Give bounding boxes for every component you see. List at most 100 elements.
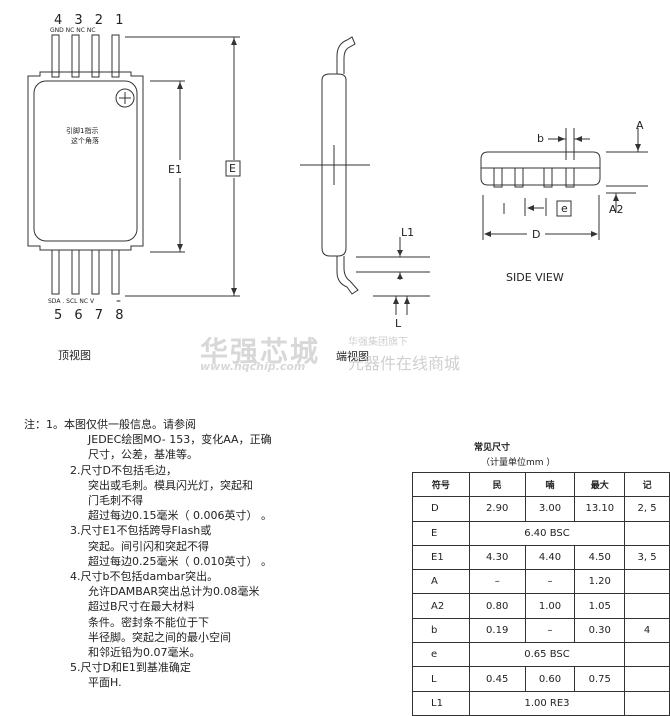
pin-numbers-bottom: 5 6 7 8 xyxy=(54,308,128,323)
note-line: 2.尺寸D不包括毛边， xyxy=(70,463,177,477)
cell-nom: 3.00 xyxy=(524,496,576,522)
cell-min: – xyxy=(468,569,526,595)
dim-label-a: A xyxy=(636,119,644,132)
note-line: 3.尺寸E1不包括跨导Flash或 xyxy=(70,524,212,538)
dimension-table: 符号 民 喃 最大 记 D 2.90 3.00 13.10 2, 5 E 6.4… xyxy=(412,471,670,716)
cell-min: 0.19 xyxy=(468,617,526,644)
watermark-line2: 元器件在线商城 xyxy=(348,354,461,373)
cell-min: 0.45 xyxy=(468,666,526,692)
cell-min: 4.30 xyxy=(468,544,526,571)
table-row: D 2.90 3.00 13.10 2, 5 xyxy=(412,496,670,522)
cell-note xyxy=(624,520,670,546)
package-body-outer xyxy=(27,71,144,251)
table-row: e 0.65 BSC xyxy=(412,642,670,668)
note-line: 4.尺寸b不包括dambar突出。 xyxy=(70,570,219,584)
cell-max: 4.50 xyxy=(574,544,626,571)
cell-symbol: A xyxy=(412,569,470,595)
side-view-body xyxy=(480,151,601,186)
dim-label-d: D xyxy=(532,228,541,241)
cell-symbol: b xyxy=(412,617,470,644)
note-line: JEDEC绘图MO- 153，变化AA，正确 xyxy=(88,433,272,447)
col-header-note: 记 xyxy=(624,471,670,498)
note-line: 突出或毛刺。模具闪光灯，突起和 xyxy=(88,478,253,492)
cell-symbol: D xyxy=(412,496,470,522)
cell-note xyxy=(624,569,670,595)
pin-label-eq: = xyxy=(116,298,122,305)
table-row: L 0.45 0.60 0.75 xyxy=(412,666,670,692)
top-view-caption: 顶视图 xyxy=(58,349,91,362)
table-row: A – – 1.20 xyxy=(412,569,670,595)
table-subtitle: （计量单位mm ） xyxy=(481,458,556,468)
cell-min: 0.80 xyxy=(468,593,526,619)
note-line: 突起。间引闪和突起不得 xyxy=(88,539,209,553)
note-line: 超过每边0.15毫米（ 0.006英寸） 。 xyxy=(88,509,272,523)
pin-labels-top: GND NC NC NC xyxy=(50,27,96,34)
cell-note xyxy=(624,642,670,668)
note-line: 5.尺寸D和E1到基准确定 xyxy=(70,661,191,675)
cell-nom: 0.60 xyxy=(524,666,576,692)
col-header-nom: 喃 xyxy=(524,471,576,498)
table-title: 常见尺寸 xyxy=(474,443,511,453)
pin1-note-line2: 这个角落 xyxy=(71,137,99,145)
note-line: 注：1。本图仅供一般信息。请参阅 xyxy=(24,418,196,431)
cell-symbol: A2 xyxy=(412,593,470,619)
note-line: 半径脚。突起之间的最小空间 xyxy=(88,630,231,644)
cell-symbol: E1 xyxy=(412,544,470,571)
notes-block: 注：1。本图仅供一般信息。请参阅 JEDEC绘图MO- 153，变化AA，正确 … xyxy=(24,417,272,691)
cell-max: 1.05 xyxy=(574,593,626,619)
pin-labels-bottom: SDA . SCL NC V xyxy=(48,298,95,305)
note-line: 和邻近铅为0.07毫米。 xyxy=(88,646,201,660)
col-header-symbol: 符号 xyxy=(412,471,470,498)
table-row: L1 1.00 RE3 xyxy=(412,690,670,716)
note-line: 尺寸，公差，基准等。 xyxy=(88,448,198,462)
end-view-caption: 端视图 xyxy=(336,350,369,363)
cell-note xyxy=(624,666,670,692)
cell-symbol: L1 xyxy=(412,690,470,716)
note-line: 允许DAMBAR突出总计为0.08毫米 xyxy=(88,585,260,599)
cell-max: 1.20 xyxy=(574,569,626,595)
cell-span: 1.00 RE3 xyxy=(468,690,626,716)
dim-label-l1: L1 xyxy=(401,226,415,239)
table-row: E1 4.30 4.40 4.50 3, 5 xyxy=(412,544,670,571)
cell-max: 0.30 xyxy=(574,617,626,644)
cell-note: 3, 5 xyxy=(624,544,670,571)
cell-nom: – xyxy=(524,617,576,644)
pin1-indicator xyxy=(115,88,135,108)
dim-label-a2: A2 xyxy=(609,203,624,216)
note-line: 超过每边0.25毫米（ 0.010英寸） 。 xyxy=(88,554,272,568)
cell-nom: 4.40 xyxy=(524,544,576,571)
cell-note: 2, 5 xyxy=(624,496,670,522)
watermark: 华强芯城 www.hqchip.com 华强集团旗下 元器件在线商城 xyxy=(200,330,480,375)
cell-symbol: L xyxy=(412,666,470,692)
cell-note: 4 xyxy=(624,617,670,644)
top-pins xyxy=(51,34,120,78)
pin1-note-line1: 引脚1指示 xyxy=(66,127,99,135)
end-view-body xyxy=(321,73,347,257)
note-line: 门毛刺不得 xyxy=(88,494,143,508)
cell-span: 0.65 BSC xyxy=(468,642,626,668)
col-header-min: 民 xyxy=(468,471,526,498)
cell-note xyxy=(624,690,670,716)
table-row: E 6.40 BSC xyxy=(412,520,670,546)
cell-nom: – xyxy=(524,569,576,595)
note-line: 平面H. xyxy=(88,676,122,690)
table-row: b 0.19 – 0.30 4 xyxy=(412,617,670,644)
cell-min: 2.90 xyxy=(468,496,526,522)
watermark-brand: 华强芯城 xyxy=(200,335,321,368)
cell-symbol: E xyxy=(412,520,470,546)
package-body-inner xyxy=(33,80,138,242)
cell-max: 0.75 xyxy=(574,666,626,692)
table-row: A2 0.80 1.00 1.05 xyxy=(412,593,670,619)
watermark-url: www.hqchip.com xyxy=(200,360,306,373)
watermark-line1: 华强集团旗下 xyxy=(348,337,408,348)
table-header-row: 符号 民 喃 最大 记 xyxy=(412,471,670,498)
note-line: 超过B尺寸在最大材料 xyxy=(88,600,195,614)
dim-label-e1: E1 xyxy=(168,163,182,176)
cell-max: 13.10 xyxy=(574,496,626,522)
cell-note xyxy=(624,593,670,619)
dim-label-e: E xyxy=(229,162,236,175)
pin-numbers-top: 4 3 2 1 xyxy=(54,13,128,28)
col-header-max: 最大 xyxy=(574,471,626,498)
cell-nom: 1.00 xyxy=(524,593,576,619)
